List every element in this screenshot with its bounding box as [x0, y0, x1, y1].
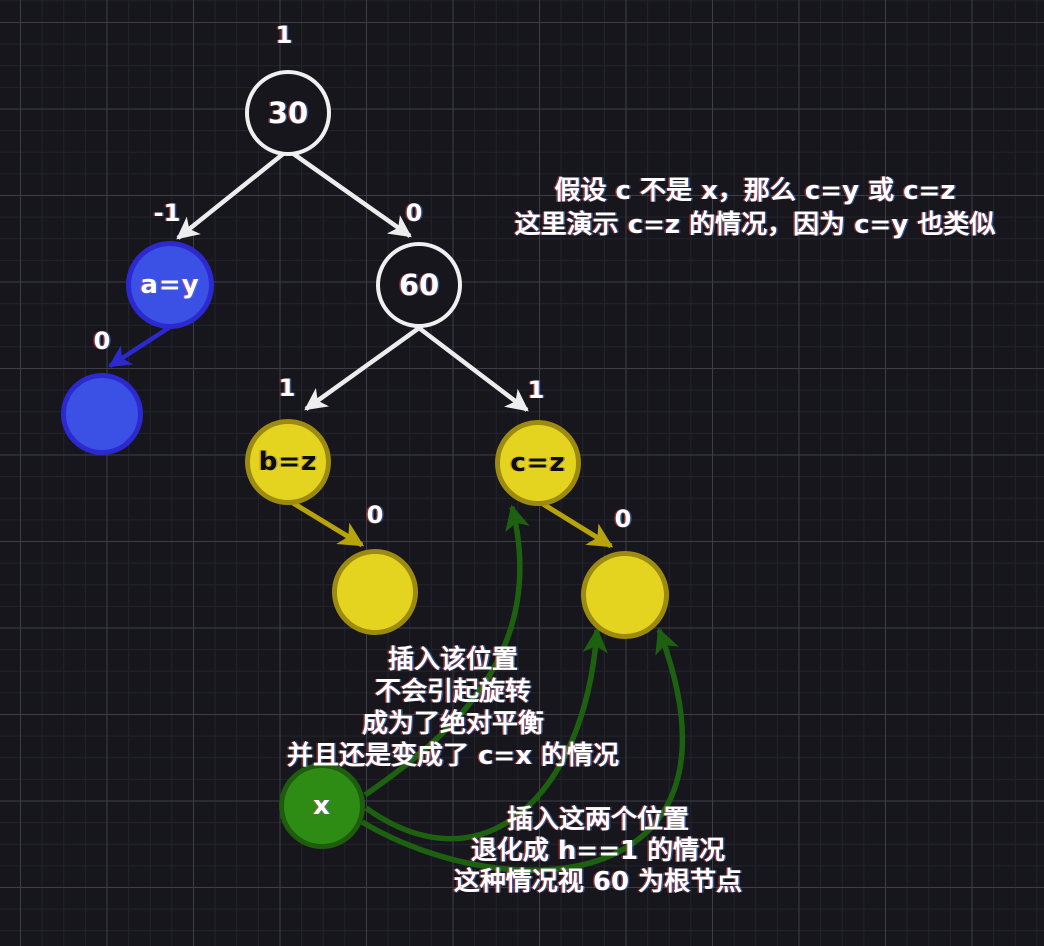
note-middle-line3: 成为了绝对平衡	[361, 709, 544, 739]
balance-label-60: 0	[405, 199, 423, 227]
insert-arrow-x-to-c	[363, 504, 530, 798]
insert-arrow-x-to-cleaf-left	[364, 627, 609, 842]
note-middle: 插入该位置 不会引起旋转 成为了绝对平衡 并且还是变成了 c=x 的情况	[253, 644, 653, 772]
note-top-right: 假设 c 不是 x，那么 c=y 或 c=z 这里演示 c=z 的情况，因为 c…	[505, 174, 1005, 242]
node-30: 30	[245, 70, 331, 156]
balance-label-b: 1	[278, 374, 296, 402]
node-a-y-label: a=y	[140, 270, 200, 300]
node-blue-leaf	[61, 373, 143, 455]
node-30-label: 30	[267, 96, 309, 130]
note-middle-line4: 并且还是变成了 c=x 的情况	[286, 741, 620, 771]
node-c-z-label: c=z	[510, 448, 566, 478]
note-top-right-line2: 这里演示 c=z 的情况，因为 c=y 也类似	[514, 210, 996, 240]
balance-label-b-leaf: 0	[366, 501, 384, 529]
note-middle-line1: 插入该位置	[387, 645, 518, 675]
note-bottom-line2: 退化成 h==1 的情况	[470, 836, 726, 866]
edge-30-to-60	[286, 148, 412, 238]
node-b-z-label: b=z	[258, 447, 318, 477]
node-x: x	[279, 763, 365, 849]
balance-label-c-leaf: 0	[614, 505, 632, 533]
balance-label-30: 1	[275, 21, 293, 49]
node-60: 60	[376, 242, 462, 328]
edge-a-to-blue-leaf	[108, 325, 172, 368]
note-bottom-line3: 这种情况视 60 为根节点	[453, 867, 743, 897]
node-b-z: b=z	[245, 419, 331, 505]
edge-30-to-a	[176, 148, 290, 240]
node-c-leaf	[581, 551, 669, 639]
edge-c-to-leaf	[541, 501, 614, 549]
balance-label-a: -1	[153, 199, 181, 227]
node-b-leaf	[332, 549, 418, 635]
insert-arrow-x-to-cleaf-right	[360, 627, 686, 873]
edge-b-to-leaf	[291, 500, 365, 548]
note-top-right-line1: 假设 c 不是 x，那么 c=y 或 c=z	[554, 176, 956, 206]
node-c-z: c=z	[495, 420, 581, 506]
edge-60-to-c	[417, 326, 529, 412]
node-60-label: 60	[398, 268, 440, 302]
node-x-label: x	[313, 791, 331, 821]
note-middle-line2: 不会引起旋转	[374, 677, 531, 707]
edge-60-to-b	[304, 326, 421, 411]
balance-label-c: 1	[527, 376, 545, 404]
node-a-y: a=y	[126, 241, 214, 329]
note-bottom-line1: 插入这两个位置	[506, 805, 689, 835]
note-bottom: 插入这两个位置 退化成 h==1 的情况 这种情况视 60 为根节点	[398, 805, 798, 898]
balance-label-blue-leaf: 0	[93, 327, 111, 355]
